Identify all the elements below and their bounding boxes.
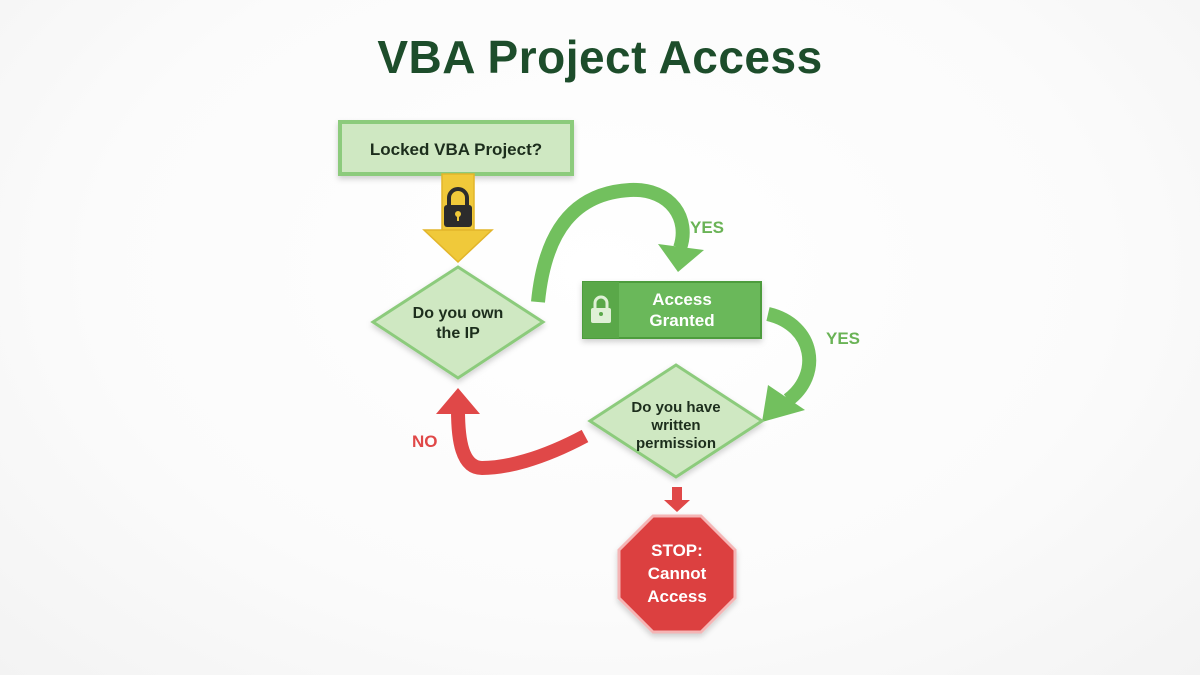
no-label: NO bbox=[412, 432, 438, 451]
lock-icon bbox=[444, 187, 472, 227]
page-title: VBA Project Access bbox=[377, 31, 823, 83]
access-granted-line2: Granted bbox=[649, 311, 714, 330]
stop-node: STOP: Cannot Access bbox=[617, 514, 737, 634]
start-node-label: Locked VBA Project? bbox=[370, 140, 542, 159]
own-ip-line1: Do you own bbox=[413, 305, 504, 322]
lock-icon bbox=[591, 295, 611, 323]
access-granted-line1: Access bbox=[652, 290, 712, 309]
own-ip-line2: the IP bbox=[436, 325, 480, 342]
permission-line1: Do you have bbox=[631, 399, 720, 416]
permission-line3: permission bbox=[636, 435, 716, 452]
stop-line1: STOP: bbox=[651, 541, 703, 560]
stop-line2: Cannot bbox=[648, 564, 707, 583]
written-permission-decision: Do you have written permission bbox=[587, 363, 765, 479]
yes-arrow-right bbox=[762, 307, 817, 422]
access-granted-node: Access Granted bbox=[582, 281, 762, 339]
yellow-down-arrow bbox=[422, 173, 494, 264]
stop-down-arrow bbox=[664, 487, 690, 512]
stop-line3: Access bbox=[647, 587, 707, 606]
yes-arrow-top bbox=[531, 182, 704, 303]
start-node: Locked VBA Project? bbox=[338, 120, 574, 176]
yes-label-right: YES bbox=[826, 329, 860, 348]
no-arrow bbox=[436, 388, 589, 476]
own-ip-decision: Do you own the IP bbox=[370, 265, 546, 380]
permission-line2: written bbox=[650, 417, 700, 434]
yes-label-top: YES bbox=[690, 218, 724, 237]
